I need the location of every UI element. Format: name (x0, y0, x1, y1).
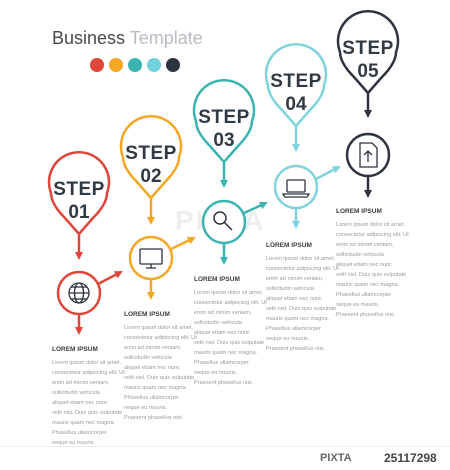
footer-bar: PIXTA 25117298 (0, 446, 450, 470)
text-block-05: LOREM IPSUM Lorem ipsum dolor sit amet, … (336, 208, 428, 320)
document-upload-icon (359, 142, 378, 168)
globe-icon (68, 282, 90, 304)
step-03: STEP 03 (192, 78, 268, 265)
monitor-icon (139, 248, 163, 269)
step-04-number: 04 (285, 94, 307, 115)
text-block-04-heading: LOREM IPSUM (266, 242, 312, 249)
title-word-template: Template (129, 28, 203, 48)
text-block-02: LOREM IPSUM Lorem ipsum dolor sit amet, … (124, 311, 216, 423)
palette-dot-orange (109, 58, 123, 72)
step-05-word: STEP (342, 38, 394, 59)
laptop-icon (281, 179, 311, 198)
step-02-pin (119, 114, 183, 200)
palette-dot-teal (128, 58, 142, 72)
palette-dot-dark (166, 58, 180, 72)
footer-brand: PIXTA (320, 452, 352, 464)
step-04-pin (264, 42, 328, 128)
step-05: STEP 05 (336, 9, 400, 198)
text-block-05-body: Lorem ipsum dolor sit amet, consectetur … (336, 222, 409, 318)
step-01-number: 01 (68, 202, 90, 223)
title-word-business: Business (52, 28, 126, 48)
step-04: STEP 04 (264, 42, 341, 229)
step-01: STEP 01 (47, 150, 123, 335)
text-block-02-heading: LOREM IPSUM (124, 311, 170, 318)
palette-dot-red (90, 58, 104, 72)
text-block-01-heading: LOREM IPSUM (52, 346, 98, 353)
magnifier-icon (213, 211, 233, 231)
text-block-02-body: Lorem ipsum dolor sit amet, consectetur … (124, 325, 197, 421)
step-03-word: STEP (198, 107, 250, 128)
footer-image-id: 25117298 (384, 451, 437, 465)
step-03-to-04-arrow (243, 201, 268, 215)
step-02-number: 02 (140, 166, 161, 187)
text-block-01: LOREM IPSUM Lorem ipsum dolor sit amet, … (52, 346, 144, 458)
color-palette-dots (90, 58, 180, 72)
step-02-to-03-arrow (170, 236, 196, 251)
text-block-05-heading: LOREM IPSUM (336, 208, 382, 215)
step-04-word: STEP (270, 71, 322, 92)
step-02: STEP 02 (119, 114, 196, 300)
step-02-icon-circle (128, 235, 174, 281)
text-block-03: LOREM IPSUM Lorem ipsum dolor sit amet, … (194, 276, 286, 388)
text-block-03-body: Lorem ipsum dolor sit amet, consectetur … (194, 290, 267, 386)
step-01-pin (47, 150, 111, 236)
text-block-04-body: Lorem ipsum dolor sit amet, consectetur … (266, 256, 339, 352)
step-02-word: STEP (125, 143, 177, 164)
step-05-number: 05 (357, 61, 379, 82)
step-01-to-02-arrow (97, 270, 123, 286)
page-title: Business Template (52, 28, 203, 49)
text-block-03-heading: LOREM IPSUM (194, 276, 240, 283)
step-01-word: STEP (53, 179, 105, 200)
step-04-icon-circle (273, 164, 319, 210)
step-03-number: 03 (213, 130, 234, 151)
step-05-pin (336, 9, 400, 95)
palette-dot-light-blue (147, 58, 161, 72)
step-03-pin (192, 78, 256, 164)
step-04-to-05-arrow (315, 165, 341, 181)
text-block-04: LOREM IPSUM Lorem ipsum dolor sit amet, … (266, 242, 358, 354)
